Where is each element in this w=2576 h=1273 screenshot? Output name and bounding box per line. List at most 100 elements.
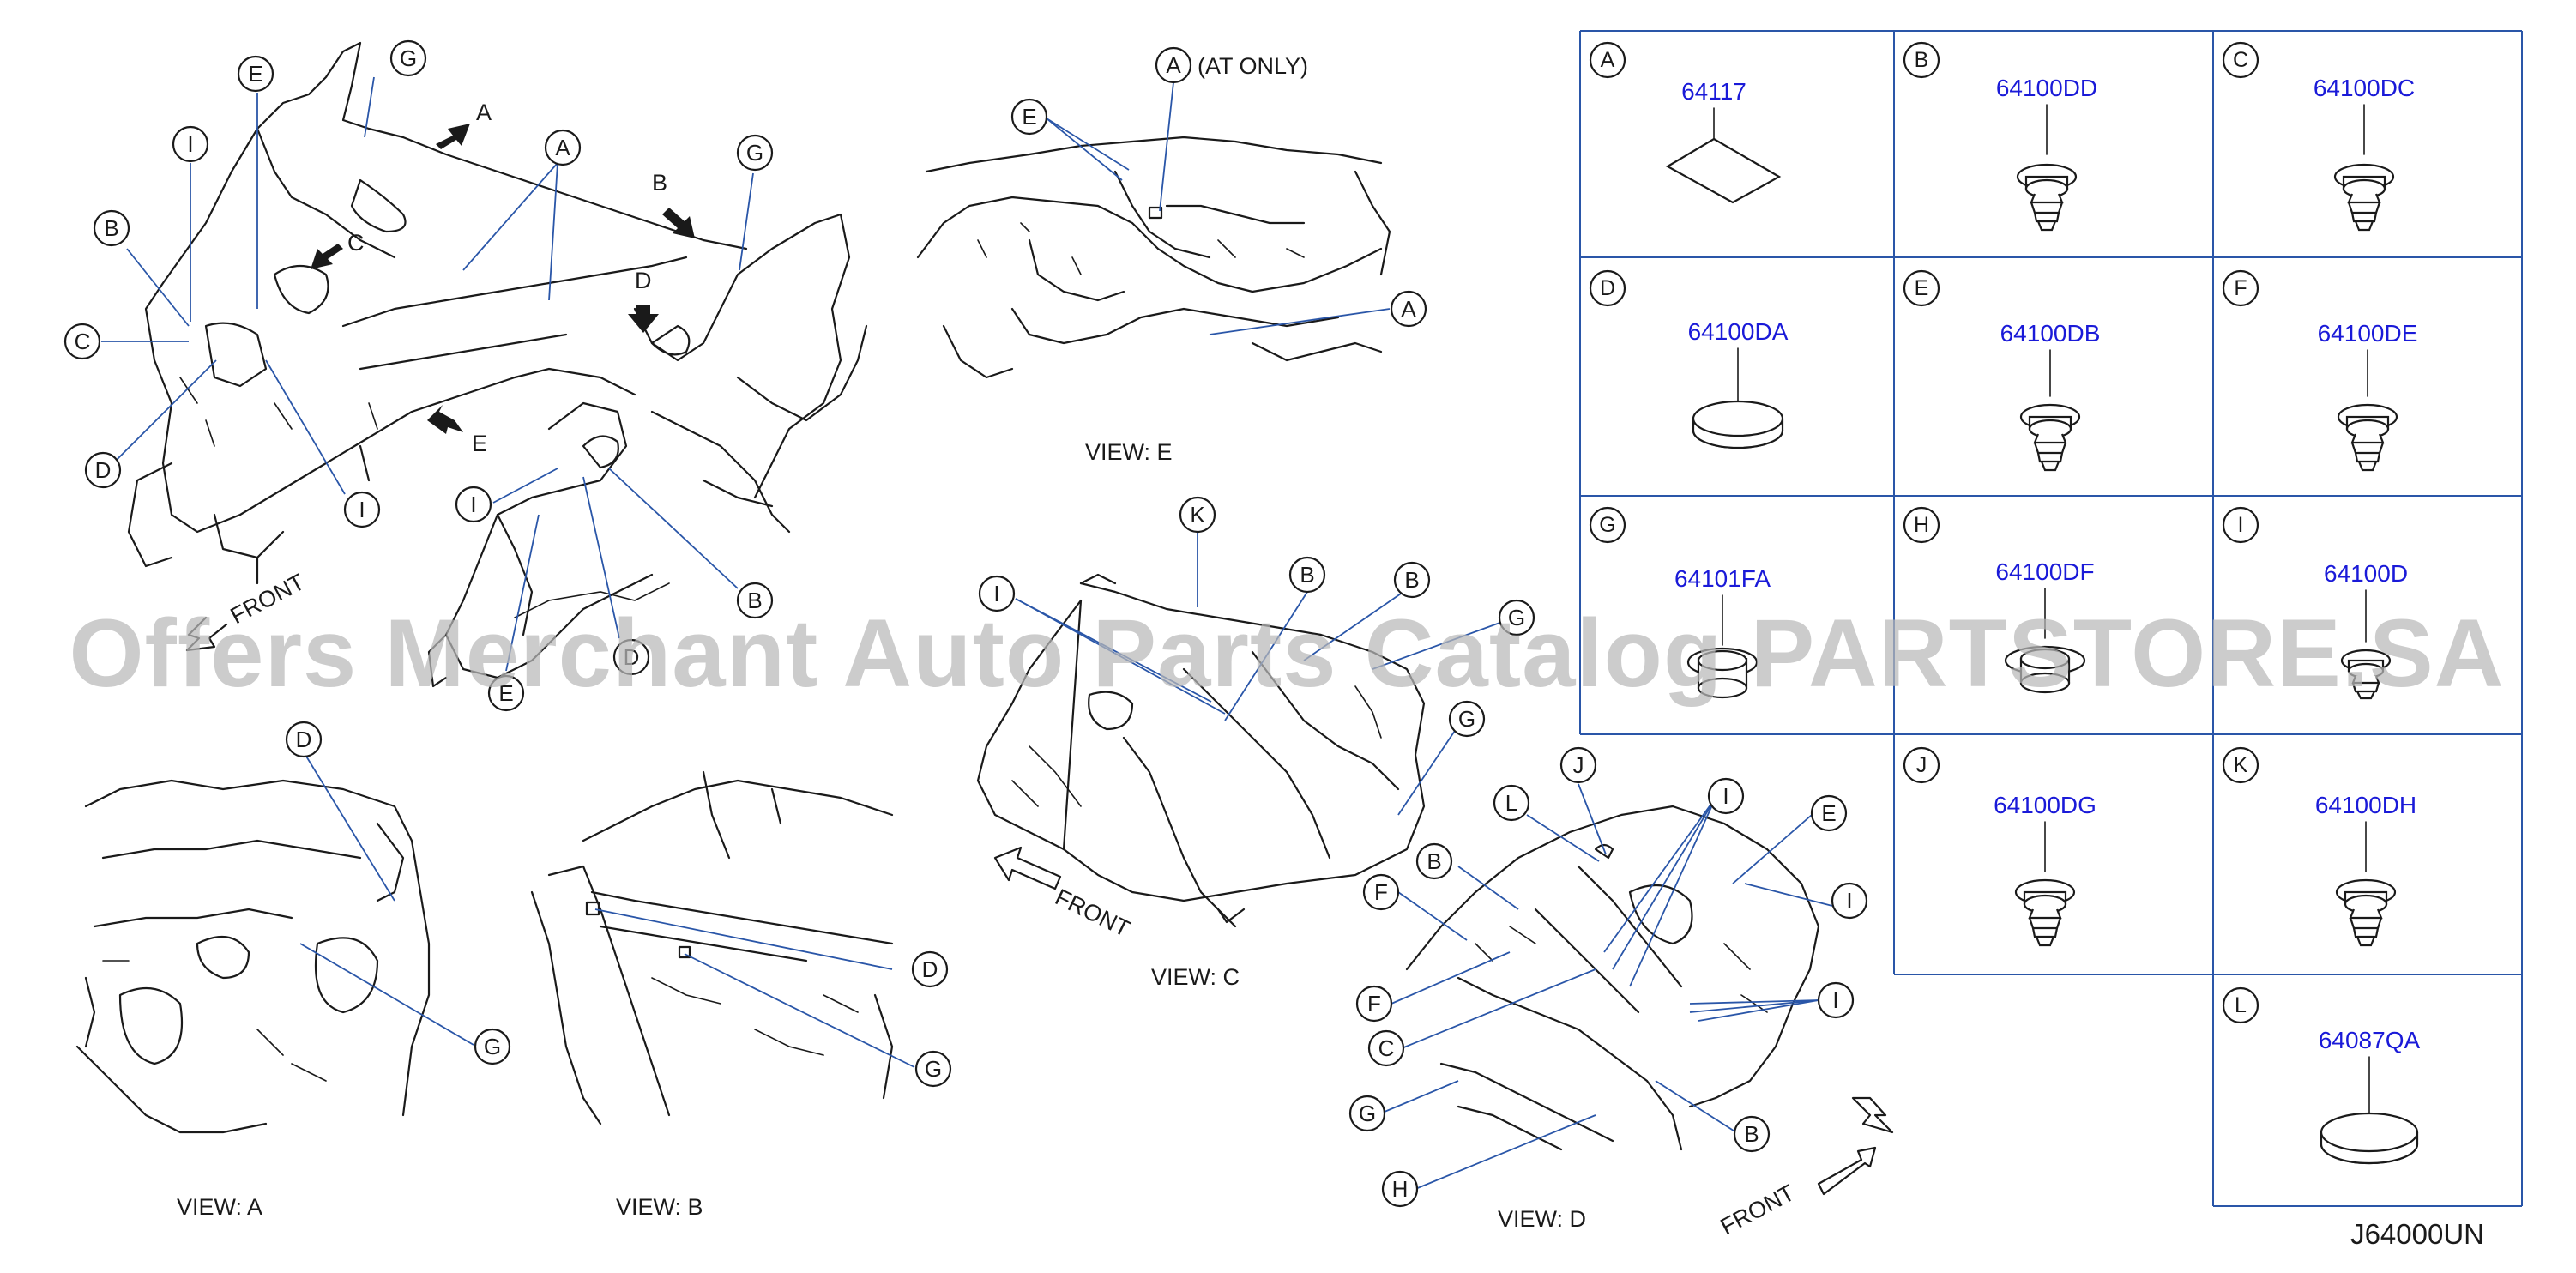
svg-text:FRONT: FRONT: [1716, 1179, 1799, 1240]
svg-text:64100DG: 64100DG: [1994, 792, 2096, 818]
callout-c: C: [1367, 1029, 1405, 1067]
svg-text:J: J: [1573, 752, 1584, 778]
svg-text:D: D: [95, 457, 112, 483]
direction-arrow-d: D: [628, 268, 659, 333]
grommet-icon: [2004, 645, 2086, 694]
callout-i: I: [455, 486, 492, 523]
callout-g: G: [1348, 1095, 1386, 1132]
callout-h: H: [1381, 1170, 1419, 1208]
svg-text:B: B: [652, 170, 667, 196]
view-a-drawing: [75, 779, 431, 1134]
callout-i: I: [1707, 777, 1745, 815]
callout-d: D: [911, 950, 949, 988]
svg-text:E: E: [248, 61, 262, 87]
main-assembly-leaders: [101, 76, 754, 672]
svg-text:G: G: [484, 1034, 501, 1059]
svg-text:64100DD: 64100DD: [1996, 75, 2097, 101]
svg-text:64100DB: 64100DB: [2000, 320, 2101, 347]
direction-arrow-a: A: [436, 100, 492, 149]
svg-text:D: D: [635, 268, 652, 293]
callout-g: G: [389, 39, 427, 77]
svg-text:A: A: [1401, 296, 1416, 322]
svg-text:H: H: [1914, 513, 1929, 537]
callout-k: K: [1179, 496, 1216, 534]
view-a-callouts: D G: [285, 721, 511, 1065]
svg-text:64101FA: 64101FA: [1674, 565, 1771, 592]
svg-text:C: C: [1378, 1035, 1395, 1061]
clip-icon: [2340, 649, 2392, 700]
clip-icon: [2019, 403, 2081, 472]
svg-text:A: A: [1166, 52, 1181, 78]
svg-text:E: E: [1022, 104, 1036, 130]
svg-text:FRONT: FRONT: [1051, 884, 1134, 942]
direction-arrow-e: E: [427, 405, 487, 456]
at-only-note: (AT ONLY): [1198, 53, 1308, 79]
callout-i: I: [1831, 882, 1868, 920]
svg-text:C: C: [2233, 48, 2248, 72]
callout-g: G: [736, 134, 774, 172]
svg-text:E: E: [472, 431, 487, 456]
view-b-leaders: [594, 908, 915, 1068]
svg-text:E: E: [1915, 276, 1929, 300]
svg-text:B: B: [104, 215, 118, 241]
svg-text:64100D: 64100D: [2324, 560, 2408, 587]
view-b-label: VIEW: B: [616, 1194, 703, 1220]
callout-a: A: [544, 129, 582, 166]
direction-arrow-c: C: [311, 230, 365, 269]
svg-text:64117: 64117: [1681, 78, 1746, 105]
callout-g: G: [1448, 700, 1486, 738]
callout-e: E: [1810, 794, 1848, 832]
main-assembly-callouts: G E I B C D I A G I B D E: [63, 39, 774, 712]
clip-icon: [2333, 163, 2395, 232]
legend-cell-e: E 64100DB: [1903, 269, 2101, 472]
clip-icon: [2016, 163, 2078, 232]
view-b-drawing: [530, 770, 894, 1125]
svg-text:I: I: [359, 497, 365, 522]
legend-cell-j: J 64100DG: [1903, 746, 2096, 947]
callout-c: C: [63, 323, 101, 360]
view-c-callouts: K I B B G G: [978, 496, 1535, 738]
view-e-leaders: [1046, 81, 1391, 335]
callout-i: I: [172, 125, 209, 163]
callout-b: B: [93, 209, 130, 247]
legend-cell-d: D 64100DA: [1589, 269, 1789, 449]
svg-text:E: E: [498, 680, 513, 706]
parts-legend-grid: [1579, 30, 2523, 1207]
clip-icon: [2335, 878, 2397, 947]
svg-text:H: H: [1392, 1176, 1409, 1202]
svg-text:F: F: [1367, 991, 1381, 1017]
view-a-leaders: [299, 754, 474, 1046]
svg-text:D: D: [922, 956, 938, 982]
legend-cell-h: H 64100DF: [1903, 506, 2095, 694]
legend-cell-b: B 64100DD: [1903, 41, 2097, 232]
svg-text:C: C: [347, 230, 365, 256]
svg-text:D: D: [1600, 276, 1615, 300]
svg-text:G: G: [1508, 605, 1525, 630]
svg-text:64100DA: 64100DA: [1688, 318, 1789, 345]
callout-g: G: [474, 1028, 511, 1065]
svg-text:B: B: [747, 588, 762, 613]
clip-icon: [2337, 403, 2398, 472]
svg-text:F: F: [1374, 879, 1388, 905]
svg-text:64087QA: 64087QA: [2319, 1027, 2421, 1053]
legend-cell-c: C 64100DC: [2222, 41, 2415, 232]
svg-text:B: B: [1404, 567, 1419, 593]
svg-text:G: G: [925, 1056, 942, 1082]
svg-text:I: I: [1846, 888, 1852, 914]
svg-text:B: B: [1915, 48, 1929, 72]
callout-b: B: [1393, 561, 1431, 599]
svg-text:G: G: [1458, 706, 1475, 732]
svg-text:64100DF: 64100DF: [1995, 558, 2094, 585]
svg-text:I: I: [187, 131, 193, 157]
view-d-callouts: J L I E I B F F C I G H B: [1348, 746, 1868, 1208]
svg-text:G: G: [400, 45, 417, 71]
grommet-icon: [1686, 647, 1759, 699]
view-e-label: VIEW: E: [1085, 439, 1173, 465]
svg-text:E: E: [1821, 800, 1836, 826]
view-d-drawing: [1405, 805, 1820, 1151]
direction-arrow-b: B: [652, 170, 695, 238]
svg-text:A: A: [476, 100, 492, 125]
svg-text:F: F: [2234, 276, 2247, 300]
svg-text:B: B: [1300, 562, 1314, 588]
